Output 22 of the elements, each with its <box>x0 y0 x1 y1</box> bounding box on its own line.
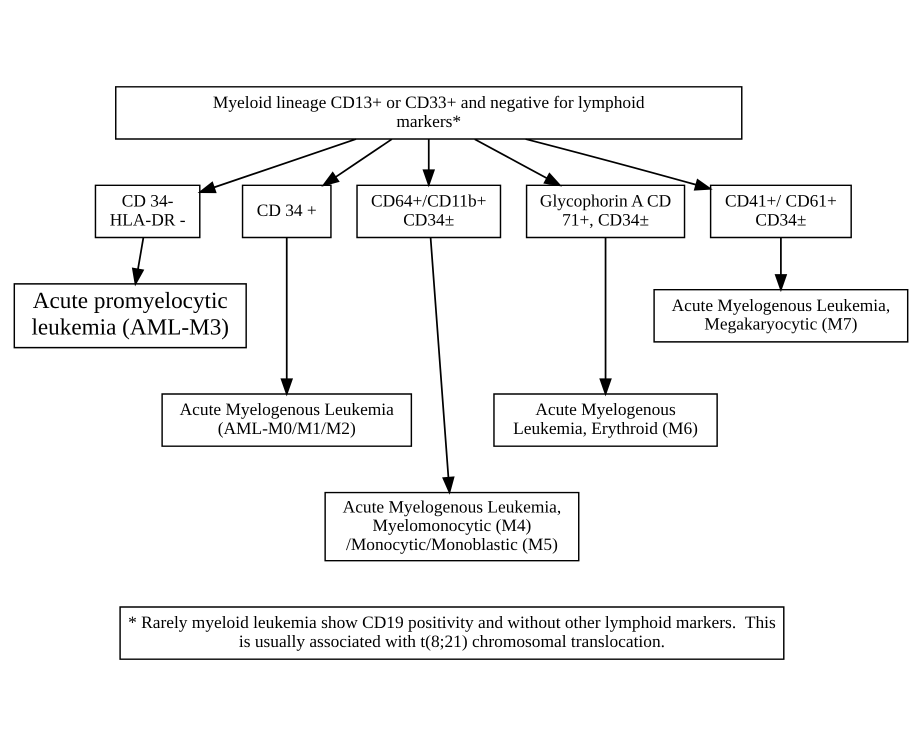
arrow <box>132 238 144 286</box>
node-box: Acute Myelogenous Leukemia (AML-M0/M1/M2) <box>161 393 412 447</box>
node-box: Myeloid lineage CD13+ or CD33+ and negative for lymphoid markers* <box>115 86 742 140</box>
arrow <box>474 138 562 186</box>
arrow <box>198 138 356 194</box>
arrow <box>280 238 294 396</box>
arrow <box>774 238 788 292</box>
node-box: Acute promyelocytic leukemia (AML-M3) <box>14 283 247 348</box>
node-box: CD 34- HLA-DR - <box>94 184 201 238</box>
arrow <box>525 138 713 191</box>
arrow <box>599 238 612 396</box>
node-box: Glycophorin A CD 71+, CD34± <box>526 184 686 238</box>
arrow <box>422 139 436 188</box>
arrow <box>321 138 392 187</box>
arrow <box>430 238 455 495</box>
node-box: * Rarely myeloid leukemia show CD19 positivity and without other lymphoid markers. This is usually associated with t(8;21) chromosomal translocation. <box>119 606 785 660</box>
node-box: Acute Myelogenous Leukemia, Myelomonocytic (M4) /Monocytic/Monoblastic (M5) <box>324 492 580 562</box>
node-box: CD 34 + <box>242 184 332 238</box>
node-box: CD64+/CD11b+ CD34± <box>356 184 502 238</box>
node-box: Acute Myelogenous Leukemia, Megakaryocytic (M7) <box>653 288 908 343</box>
node-box: Acute Myelogenous Leukemia, Erythroid (M6) <box>493 393 718 447</box>
node-box: CD41+/ CD61+ CD34± <box>710 184 852 238</box>
